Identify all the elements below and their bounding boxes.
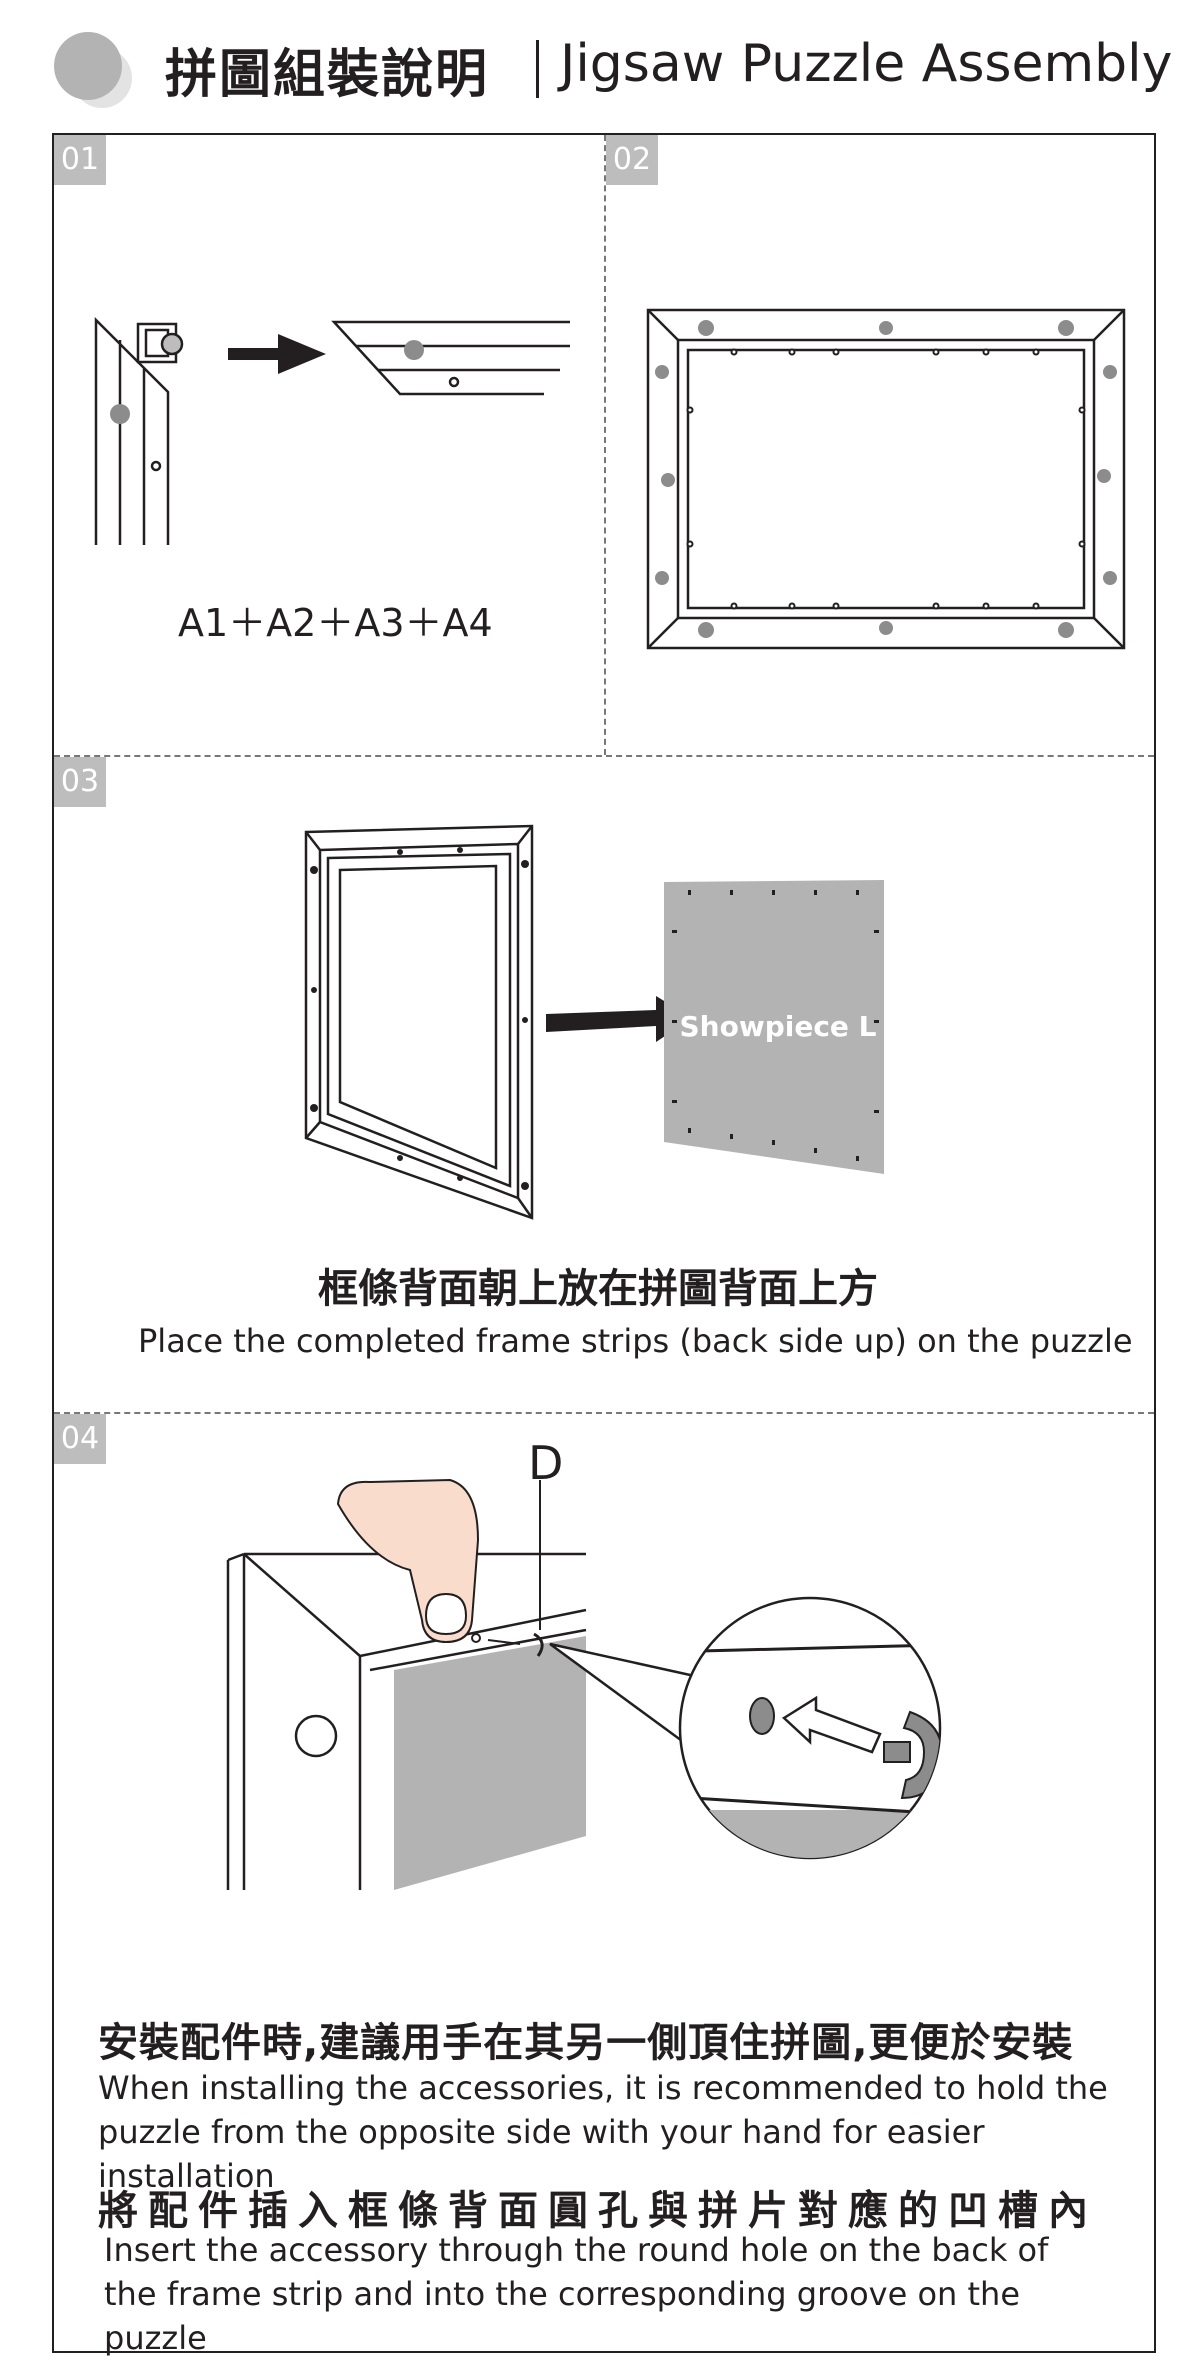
step3-caption-zh: 框條背面朝上放在拼圖背面上方 xyxy=(318,1266,878,1312)
poster-brand-text: Showpiece L xyxy=(679,1010,876,1043)
step1-parts-label: A1＋A2＋A3＋A4 xyxy=(178,601,493,645)
step-badge-04: 04 xyxy=(54,1414,106,1464)
step-badge-02: 02 xyxy=(606,135,658,185)
page-title-en: Jigsaw Puzzle Assembly xyxy=(560,34,1173,94)
divider-row2-row3 xyxy=(54,1412,1154,1414)
step4-caption-zh-2: 將配件插入框條背面圓孔與拼片對應的凹槽內 xyxy=(98,2188,1098,2234)
divider-row1-row2 xyxy=(54,755,1154,757)
step3-caption-en: Place the completed frame strips (back s… xyxy=(138,1322,1133,1360)
step1-corner-illustration xyxy=(94,316,570,545)
step4-caption-zh-1: 安裝配件時,建議用手在其另一側頂住拼圖,更便於安裝 xyxy=(98,2020,1074,2066)
divider-step1-step2 xyxy=(604,135,606,755)
page-title-zh: 拼圖組裝說明 xyxy=(165,45,490,105)
step-badge-01: 01 xyxy=(54,135,106,185)
step4-caption-en-2: Insert the accessory through the round h… xyxy=(104,2231,1049,2357)
step4-install-accessory-illustration xyxy=(226,1478,942,1890)
logo-circles-icon xyxy=(54,32,132,108)
step4-caption-en-1: When installing the accessories, it is r… xyxy=(98,2069,1108,2195)
callout-letter: D xyxy=(528,1436,564,1490)
step3-frame-on-puzzle-illustration: Showpiece L xyxy=(304,824,884,1220)
step-badge-03: 03 xyxy=(54,757,106,807)
step2-frame-back-illustration xyxy=(646,308,1126,650)
title-divider xyxy=(536,40,539,98)
header-logo xyxy=(52,30,132,110)
